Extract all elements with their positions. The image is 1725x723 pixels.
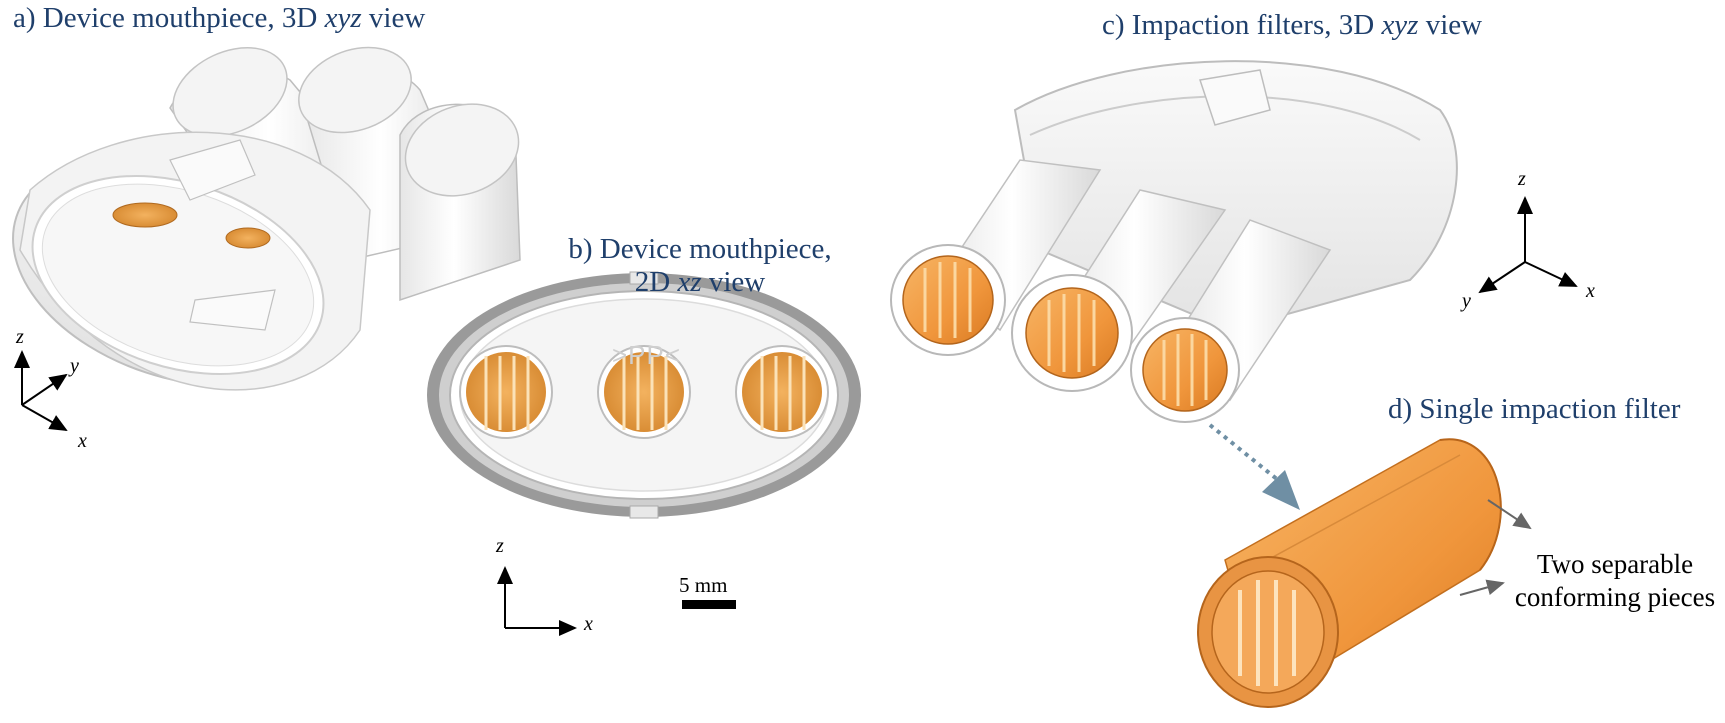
axis-a-x-label: x: [78, 430, 87, 452]
axis-c-z-label: z: [1518, 168, 1526, 190]
mouthpiece-3d: [12, 46, 521, 391]
axis-b-x-label: x: [584, 613, 593, 635]
zoom-arrow: [1208, 423, 1300, 510]
callout-arrow-lower: [1459, 579, 1505, 596]
scale-bar-label: 5 mm: [679, 573, 728, 597]
rear-tube: [399, 103, 521, 302]
panel-a-title: a) Device mouthpiece, 3D xyz view: [13, 2, 426, 34]
panel-d-title: d) Single impaction filter: [1388, 393, 1681, 425]
embossed-pp-label: >PP<: [612, 340, 682, 370]
filter-port-left: [459, 345, 553, 439]
filter-port: [225, 227, 271, 249]
axis-a-z-label: z: [16, 326, 24, 348]
filter-port: [112, 202, 178, 228]
single-filter: [1197, 438, 1502, 708]
filter-port-right: [735, 345, 829, 439]
axis-c-y-label: y: [1462, 290, 1471, 312]
axis-c-x-label: x: [1586, 280, 1595, 302]
axis-triad-b: [497, 566, 577, 636]
filters-3d: [890, 60, 1458, 423]
callout-arrow-upper: [1487, 499, 1532, 530]
filter-end: [1130, 317, 1240, 423]
filter-end: [1011, 274, 1133, 392]
axis-a-y-label: y: [70, 355, 79, 377]
axis-triad-a: [13, 350, 68, 431]
axis-b-z-label: z: [496, 535, 504, 557]
panel-b-title: b) Device mouthpiece, 2D xz view: [568, 233, 832, 298]
mouthpiece-2d: [427, 271, 861, 519]
axis-triad-c: [1478, 196, 1578, 294]
panel-c-title: c) Impaction filters, 3D xyz view: [1102, 9, 1483, 41]
filter-port-center: [597, 345, 691, 439]
separable-pieces-callout: Two separable conforming pieces: [1514, 549, 1716, 612]
scale-bar: [682, 600, 736, 609]
filter-end: [890, 244, 1006, 356]
